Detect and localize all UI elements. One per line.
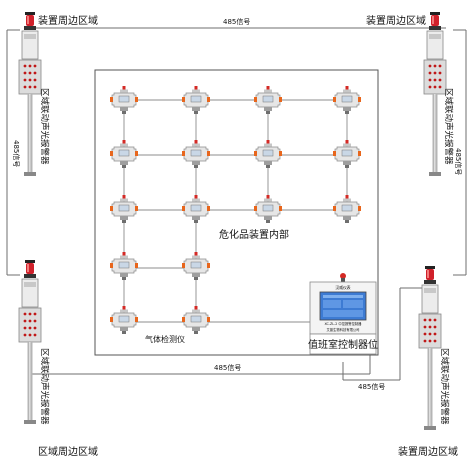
signal-label-bottom-right: 485信号 — [358, 382, 385, 391]
gas-detector — [109, 85, 139, 115]
controller-model-text: XC-ZL-2 中控报警控制器 — [325, 321, 363, 326]
signal-label-bottom: 485信号 — [214, 363, 241, 372]
alarm-unit-top-right — [423, 11, 447, 177]
controller-brand: 汉威仪表 — [335, 285, 350, 290]
signal-label-left: 485信号 — [12, 140, 21, 167]
gas-detector — [181, 194, 211, 224]
hazardous-area-boundary — [94, 69, 379, 356]
zone-label-top-right: 装置周边区域 — [366, 14, 426, 27]
signal-wiring — [6, 27, 467, 381]
gas-detector — [181, 85, 211, 115]
signal-label-right: 485信号 — [454, 148, 463, 175]
controller-company-text: 艾普生物科技有限公司 — [327, 327, 360, 332]
alarm-unit-bottom-right — [418, 265, 442, 431]
signal-label-top: 485信号 — [223, 17, 250, 26]
zone-label-bottom-right: 装置周边区域 — [398, 445, 458, 458]
gas-detector — [332, 85, 362, 115]
zone-label-bottom-left: 区域周边区域 — [38, 445, 98, 458]
gas-detector — [109, 251, 139, 281]
gas-detector — [181, 251, 211, 281]
gas-detector — [253, 85, 283, 115]
alarm-label-bottom-right: 区域联动声光报警器 — [439, 348, 450, 425]
gas-detector-label: 气体检测仪 — [145, 334, 185, 344]
gas-detector — [181, 139, 211, 169]
gas-detector — [253, 139, 283, 169]
alarm-label-top-right: 区域联动声光报警器 — [443, 88, 454, 165]
alarm-unit-bottom-left — [18, 259, 42, 425]
gas-detector — [332, 139, 362, 169]
zone-label-top-left: 装置周边区域 — [38, 14, 98, 27]
controller-label: 值班室控制器位 — [308, 338, 378, 351]
inner-area-label: 危化品装置内部 — [219, 228, 289, 241]
gas-detector — [109, 139, 139, 169]
gas-detector — [109, 305, 139, 335]
alarm-controller: 汉威仪表 XC-ZL-2 中控报警控制器 艾普生物科技有限公司 — [309, 273, 377, 355]
gas-detector — [109, 194, 139, 224]
gas-detector — [332, 194, 362, 224]
gas-detector — [181, 305, 211, 335]
alarm-unit-top-left — [18, 11, 42, 177]
detector-wiring — [123, 99, 348, 323]
alarm-label-top-left: 区域联动声光报警器 — [39, 88, 50, 165]
alarm-label-bottom-left: 区域联动声光报警器 — [39, 348, 50, 425]
gas-detector — [253, 194, 283, 224]
